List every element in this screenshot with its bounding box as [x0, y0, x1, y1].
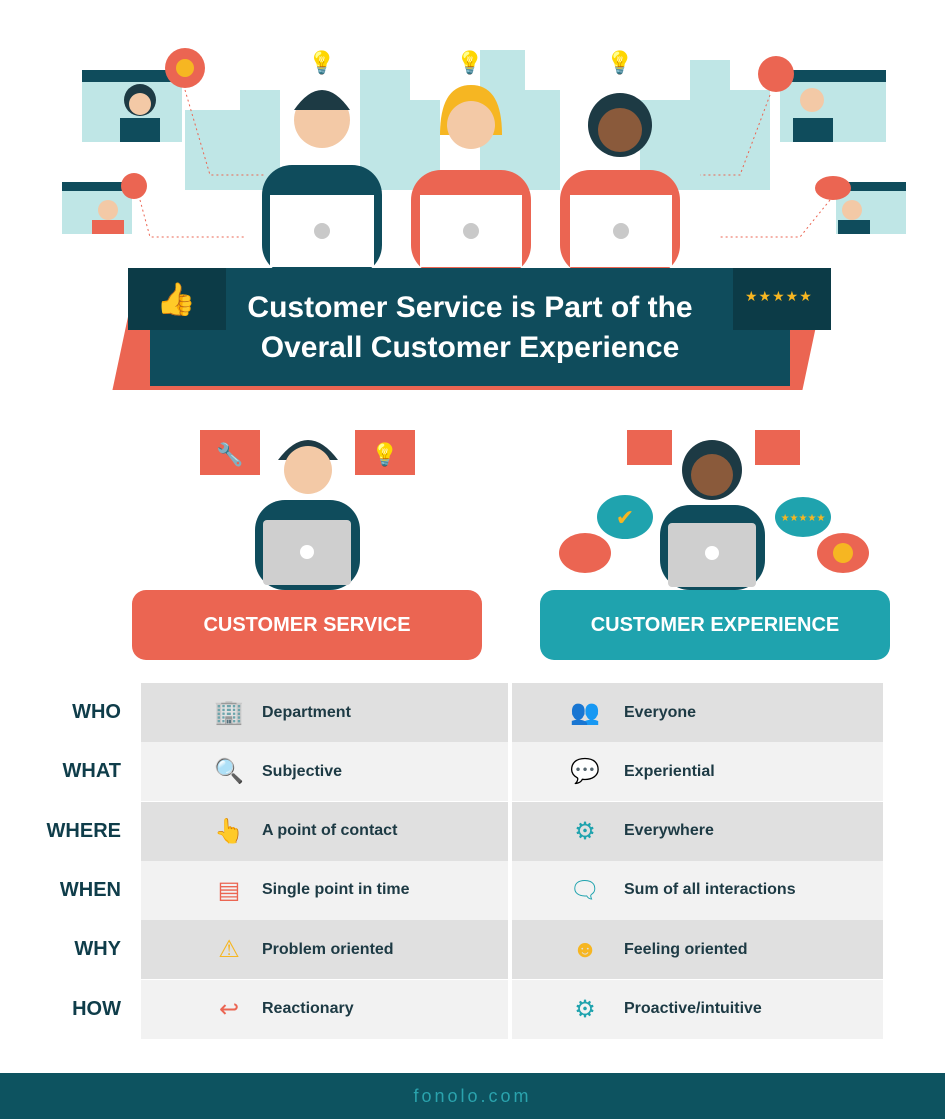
footer-link[interactable]: fonolo.com	[413, 1086, 532, 1106]
customer-service-header: CUSTOMER SERVICE	[132, 590, 482, 660]
svg-text:💡: 💡	[371, 442, 398, 467]
row-label: WHY	[74, 938, 121, 961]
service-cell: ▤ Single point in time	[141, 860, 508, 920]
row-label: HOW	[72, 997, 121, 1020]
building-icon: 🏢	[214, 699, 244, 726]
experience-value: Sum of all interactions	[624, 881, 796, 899]
thumbs-up-icon: 👍	[156, 281, 196, 317]
like-bubble-icon	[559, 533, 611, 573]
lightbulb-bubble-icon	[355, 430, 415, 475]
experience-cell: 💬 Experiential	[512, 742, 883, 802]
table-row: WHY ⚠ Problem oriented ☻ Feeling oriente…	[0, 920, 945, 980]
banner-title: Customer Service is Part of the Overall …	[150, 268, 790, 386]
experience-agent-illustration: ✔ ★★★★★	[559, 430, 869, 590]
experience-value: Experiential	[624, 762, 715, 780]
row-label: WHAT	[62, 760, 122, 783]
five-stars-icon: ★★★★★	[745, 288, 813, 304]
experience-cell: ⚙ Proactive/intuitive	[512, 979, 883, 1039]
banner-ribbon-left: 👍	[128, 268, 226, 330]
customer-experience-header: CUSTOMER EXPERIENCE	[540, 590, 890, 660]
experience-cell: 🗨 Sum of all interactions	[512, 860, 883, 920]
wrench-bubble-icon	[200, 430, 260, 475]
window-right-bottom	[815, 176, 906, 234]
agent-woman-curly: 💡	[560, 50, 680, 275]
footer: fonolo.com	[0, 1073, 945, 1119]
magnifier-icon: 🔍	[214, 758, 244, 786]
service-cell: 👆 A point of contact	[141, 801, 508, 861]
agent-woman-blonde: 💡	[411, 50, 531, 275]
pointing-hand-icon: 👆	[214, 817, 244, 845]
network-gear-icon: ⚙	[574, 817, 596, 845]
service-cell: ↩ Reactionary	[141, 979, 508, 1039]
row-label: WHERE	[46, 819, 121, 842]
experience-value: Everywhere	[624, 822, 714, 840]
service-agent-illustration: 🔧 💡	[200, 430, 415, 590]
service-value: Problem oriented	[262, 940, 394, 958]
experience-value: Feeling oriented	[624, 940, 748, 958]
experience-value: Everyone	[624, 703, 697, 721]
stars-bubble-icon	[775, 497, 831, 537]
check-bubble-icon	[597, 495, 653, 539]
svg-text:★★★★★: ★★★★★	[781, 513, 826, 524]
table-row: WHO 🏢 Department 👥 Everyone	[0, 683, 945, 742]
row-label: WHEN	[59, 878, 121, 901]
window-left-top	[82, 48, 205, 142]
experience-cell: ⚙ Everywhere	[512, 801, 883, 861]
window-right-top	[758, 56, 886, 142]
people-icon: 👥	[570, 699, 600, 726]
table-row: WHERE 👆 A point of contact ⚙ Everywhere	[0, 801, 945, 861]
service-value: Single point in time	[262, 881, 410, 899]
service-value: Subjective	[262, 762, 343, 780]
svg-text:✔: ✔	[616, 505, 634, 530]
service-cell: ⚠ Problem oriented	[141, 920, 508, 980]
table-row: HOW ↩ Reactionary ⚙ Proactive/intuitive	[0, 979, 945, 1039]
smiley-icon: ☻	[572, 935, 598, 963]
svg-text:🔧: 🔧	[216, 441, 243, 467]
svg-text:💡: 💡	[308, 50, 335, 75]
hero-illustration: 💡 💡 💡	[62, 48, 906, 275]
rating-bubble-icon: 💬	[570, 758, 600, 786]
banner-title-line1: Customer Service is Part of the	[247, 291, 693, 324]
svg-text:💡: 💡	[456, 50, 483, 75]
svg-text:💡: 💡	[606, 50, 633, 75]
service-cell: 🔍 Subjective	[141, 742, 508, 802]
warning-icon: ⚠	[218, 936, 240, 964]
experience-value: Proactive/intuitive	[624, 1000, 762, 1017]
chat-bubbles-icon: 🗨	[569, 876, 601, 904]
window-left-bottom	[62, 173, 147, 234]
service-value: Reactionary	[262, 1000, 354, 1017]
table-row: WHEN ▤ Single point in time 🗨 Sum of all…	[0, 860, 945, 920]
service-value: A point of contact	[262, 822, 398, 840]
gears-cycle-icon: ⚙	[574, 995, 596, 1023]
row-label: WHO	[72, 701, 121, 723]
table-row: WHAT 🔍 Subjective 💬 Experiential	[0, 742, 945, 802]
experience-cell: 👥 Everyone	[512, 683, 883, 742]
service-value: Department	[262, 703, 351, 721]
banner-ribbon-right: ★★★★★	[733, 268, 831, 330]
experience-cell: ☻ Feeling oriented	[512, 920, 883, 980]
chat-bubble-icon: ▤	[217, 876, 241, 904]
service-cell: 🏢 Department	[141, 683, 508, 742]
agent-man: 💡	[262, 50, 382, 275]
banner-title-line2: Overall Customer Experience	[260, 331, 680, 364]
reply-arrow-icon: ↩	[218, 995, 240, 1023]
